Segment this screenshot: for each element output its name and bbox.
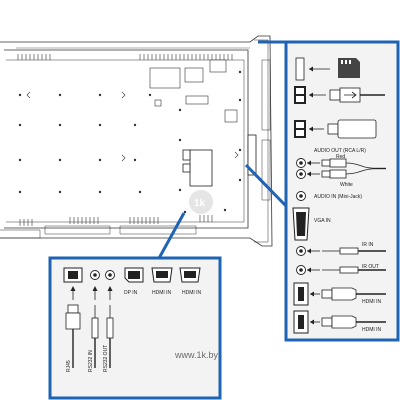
ir-out-label: IR OUT bbox=[362, 264, 379, 270]
arrow-head-icon bbox=[307, 160, 311, 166]
hdmi-cable-icon bbox=[321, 315, 386, 329]
rs232-cable-icon bbox=[106, 305, 114, 368]
rj45-cable-icon bbox=[65, 304, 81, 368]
vent-grille-bottom bbox=[19, 215, 213, 226]
arrow-head-icon bbox=[309, 66, 313, 72]
arrow-markers bbox=[26, 91, 239, 162]
mounting-holes bbox=[18, 70, 242, 214]
dp-in-label: DP IN bbox=[124, 290, 138, 296]
hdmi-in-label-1: HDMI IN bbox=[362, 299, 382, 305]
arrow-head-icon bbox=[307, 248, 311, 254]
microsd-slot bbox=[295, 57, 305, 81]
ir-in-label: IR IN bbox=[362, 242, 374, 248]
ir-cable-icon bbox=[322, 247, 386, 255]
arrow-up-icon bbox=[92, 286, 98, 300]
vga-port-icon bbox=[292, 207, 310, 241]
monitor-connector-block bbox=[182, 134, 257, 187]
microsd-card-icon bbox=[338, 58, 360, 78]
ir-out-port bbox=[296, 265, 306, 275]
arrow-head-icon bbox=[309, 126, 313, 132]
rs232-in-jack bbox=[90, 270, 100, 280]
vga-in-label: VGA IN bbox=[314, 218, 331, 224]
hdmi-cable-icon bbox=[321, 287, 386, 301]
arrow-up-icon bbox=[107, 286, 113, 300]
usb-port-1 bbox=[294, 86, 306, 104]
vent-grille-right bbox=[139, 54, 233, 60]
watermark-text: www.1k.by bbox=[174, 350, 219, 360]
svg-text:1k: 1k bbox=[194, 198, 206, 209]
arrow-head-icon bbox=[307, 267, 311, 273]
bottom-connector-panel: DP IN HDMI IN HDMI IN bbox=[48, 256, 222, 400]
hdmi-port-1 bbox=[293, 282, 309, 306]
mini-jack-port bbox=[296, 191, 306, 201]
audio-out-label: AUDIO OUT (RCA L/R) bbox=[314, 148, 366, 154]
rs232-cable-icon bbox=[91, 305, 99, 368]
rs232-out-jack bbox=[105, 270, 115, 280]
dp-port bbox=[124, 267, 144, 283]
arrow-up-icon bbox=[70, 286, 76, 300]
rj45-label: RJ45 bbox=[66, 360, 72, 372]
audio-in-label: AUDIO IN (Mini-Jack) bbox=[314, 194, 362, 200]
right-connector-panel: AUDIO OUT (RCA L/R) Red White AUDIO IN (… bbox=[284, 40, 400, 342]
logo-watermark: 1k bbox=[189, 190, 213, 214]
usb-stick-icon bbox=[327, 119, 377, 139]
rs232-out-label: RS232 OUT bbox=[103, 345, 109, 372]
ir-cable-icon bbox=[322, 266, 386, 274]
label-plate bbox=[149, 59, 238, 123]
rca-red-label: Red bbox=[336, 154, 345, 160]
callout-lines bbox=[156, 40, 288, 261]
rca-cable-icon bbox=[321, 158, 386, 179]
hdmi-in-bottom-label-1: HDMI IN bbox=[152, 290, 172, 296]
hdmi-port-2 bbox=[293, 310, 309, 334]
rj45-port bbox=[63, 267, 83, 283]
arrow-head-icon bbox=[309, 92, 313, 98]
rca-jack-white bbox=[296, 169, 306, 179]
rs232-in-label: RS232 IN bbox=[88, 350, 94, 372]
usb-cable-icon bbox=[329, 87, 385, 103]
arrow-head-icon bbox=[310, 291, 314, 297]
hdmi-in-bottom-label-2: HDMI IN bbox=[182, 290, 202, 296]
usb-port-2 bbox=[294, 120, 306, 138]
rca-white-label: White bbox=[340, 182, 353, 188]
arrow-head-icon bbox=[307, 171, 311, 177]
monitor-back bbox=[0, 35, 273, 247]
vent-grille-left bbox=[17, 54, 51, 60]
hdmi-port-bottom-1 bbox=[151, 267, 173, 283]
rca-jack-red bbox=[296, 158, 306, 168]
hdmi-port-bottom-2 bbox=[179, 267, 201, 283]
ir-in-port bbox=[296, 246, 306, 256]
arrow-head-icon bbox=[310, 319, 314, 325]
hdmi-in-label-2: HDMI IN bbox=[362, 327, 382, 333]
